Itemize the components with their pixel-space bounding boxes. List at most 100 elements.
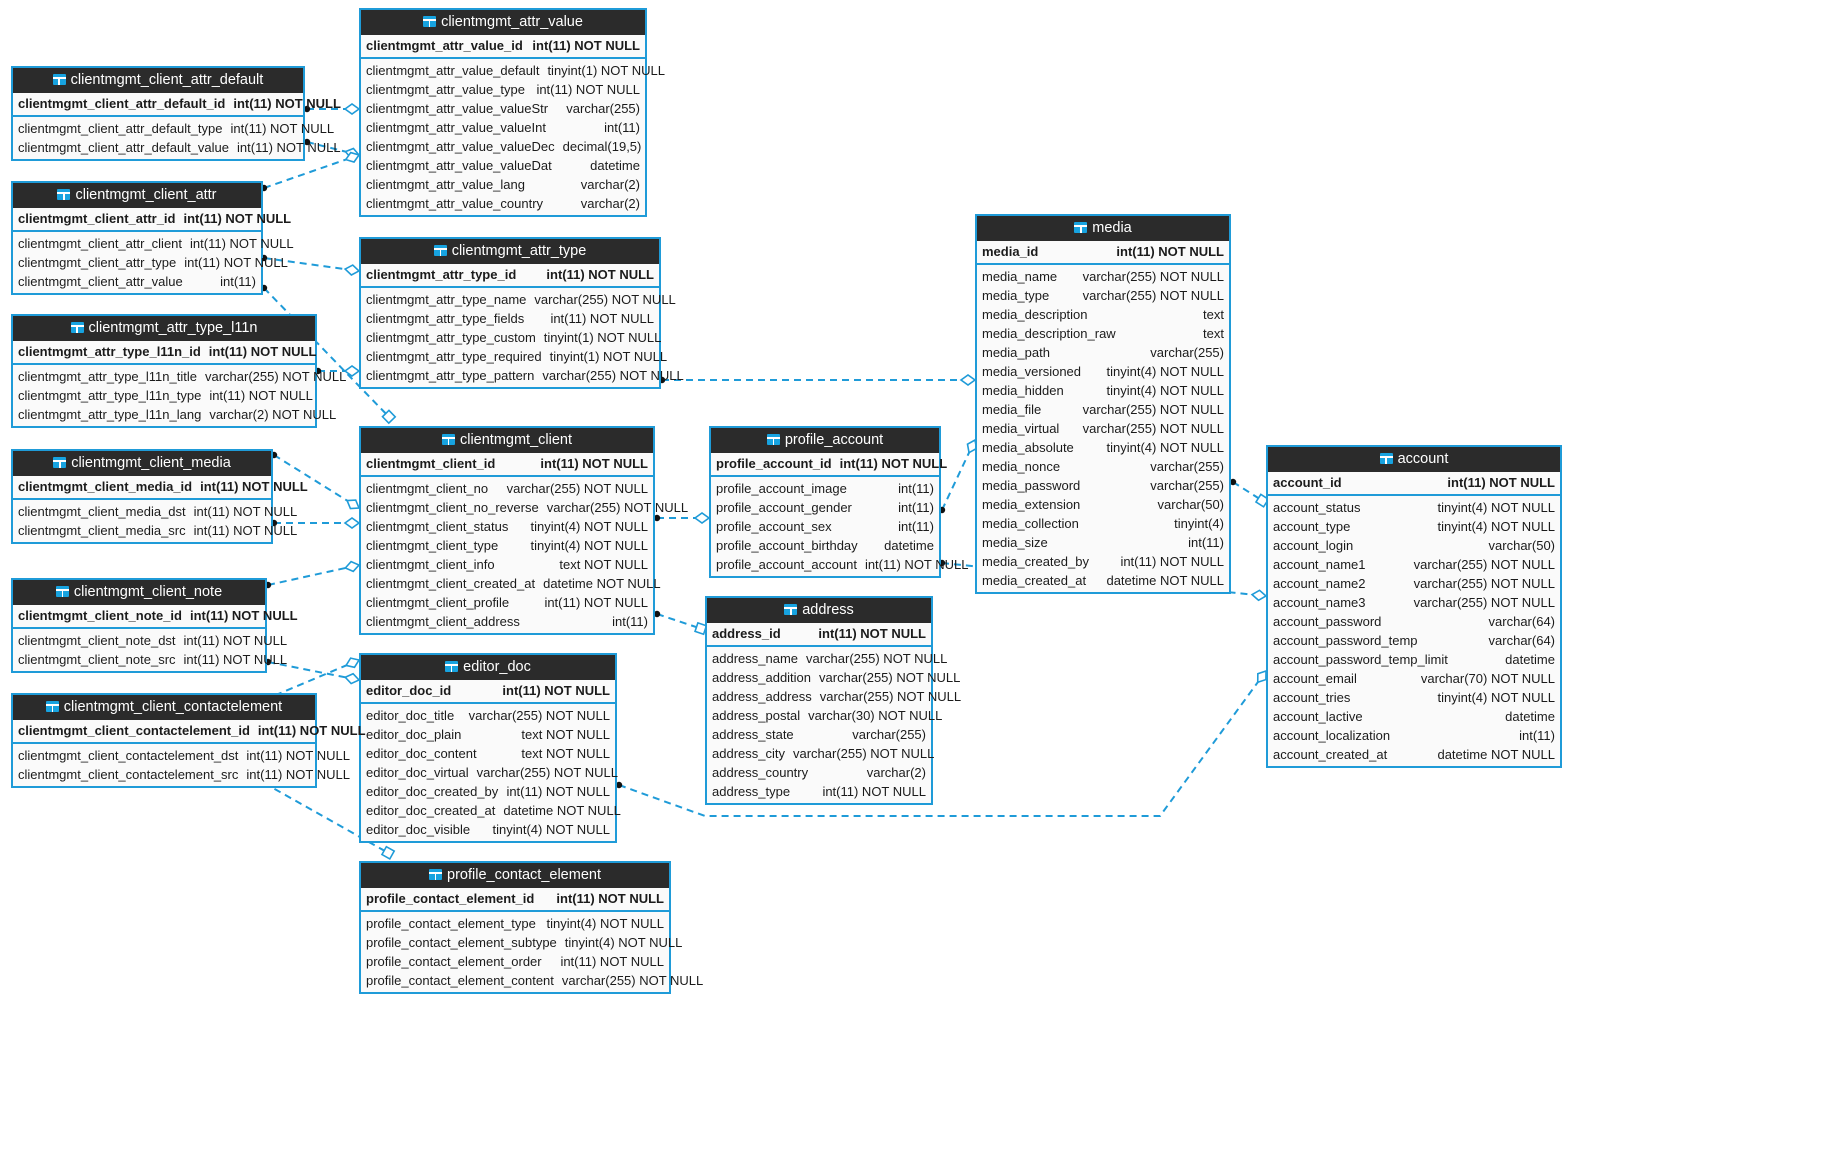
- entity-header-clientmgmt_attr_type_l11n[interactable]: clientmgmt_attr_type_l11n: [13, 316, 315, 341]
- entity-header-profile_contact_element[interactable]: profile_contact_element: [361, 863, 669, 888]
- entity-header-clientmgmt_client_note[interactable]: clientmgmt_client_note: [13, 580, 265, 605]
- relationship-rel-attrtype-media[interactable]: [658, 374, 977, 386]
- entity-clientmgmt_client_note[interactable]: clientmgmt_client_note clientmgmt_client_…: [11, 578, 298, 673]
- entity-header-address[interactable]: address: [707, 598, 931, 623]
- relationship-rel-media-account[interactable]: [1229, 478, 1270, 508]
- entity-header-clientmgmt_client[interactable]: clientmgmt_client: [361, 428, 653, 453]
- relationship-rel-client-address[interactable]: [653, 610, 708, 636]
- entity-header-clientmgmt_client_attr[interactable]: clientmgmt_client_attr: [13, 183, 261, 208]
- entity-header-clientmgmt_attr_type[interactable]: clientmgmt_attr_type: [361, 239, 659, 264]
- entity-header-clientmgmt_client_media[interactable]: clientmgmt_client_media: [13, 451, 271, 476]
- entity-header-editor_doc[interactable]: editor_doc: [361, 655, 615, 680]
- relationship-rel-profileaccount-media[interactable]: [938, 438, 980, 514]
- entity-header-account[interactable]: account: [1268, 447, 1560, 472]
- entity-header-media[interactable]: media: [977, 216, 1229, 241]
- entity-header-clientmgmt_client_attr_default[interactable]: clientmgmt_client_attr_default: [13, 68, 303, 93]
